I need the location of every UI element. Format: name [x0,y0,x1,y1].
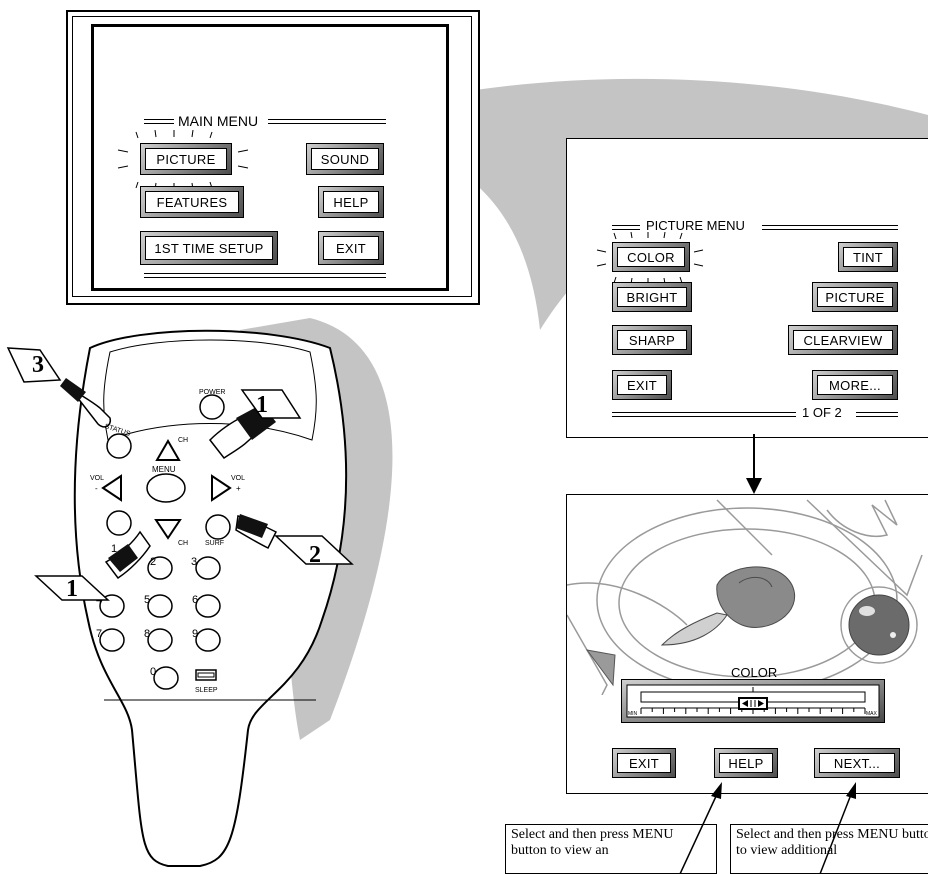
picture-menu-color-button[interactable]: COLOR [612,242,690,272]
picture-menu-clearview-button[interactable]: CLEARVIEW [788,325,898,355]
picture-menu-title-rule-right [762,225,898,230]
remote-vol-plus-label: VOL [231,475,246,482]
remote-digit-6[interactable]: 6 [192,594,199,606]
main-menu-bottom-rule [144,273,386,278]
picture-menu-bottom-rule-right [856,412,898,417]
slider-thumb-box [738,697,768,710]
color-screen-exit-button[interactable]: EXIT [612,748,676,778]
main-menu-help-button[interactable]: HELP [318,186,384,218]
picture-menu-more-button[interactable]: MORE... [812,370,898,400]
color-slider-min: MIN [628,711,638,717]
step-one-bottom-number: 1 [66,576,78,602]
main-menu-sound-label: SOUND [311,148,379,170]
remote-vol-plus-sign: + [236,484,241,493]
color-screen-next-button[interactable]: NEXT... [814,748,900,778]
main-menu-exit-label: EXIT [323,236,379,260]
picture-menu-bottom-rule-left [612,412,796,417]
remote-ch-down-label: CH [178,540,189,547]
remote-surf-label: SURF [205,540,225,547]
remote-sleep-label: SLEEP [195,687,218,694]
picture-menu-exit-label: EXIT [617,375,667,395]
remote-vol-minus-sign: - [95,484,98,493]
picture-menu-picture-button[interactable]: PICTURE [812,282,898,312]
remote-menu-label: MENU [152,465,176,474]
main-menu-help-label: HELP [323,191,379,213]
slider-thumb-grip [750,700,756,707]
remote-control [60,329,348,867]
remote-digit-1[interactable]: 1 [111,543,118,555]
color-slider-thumb[interactable] [738,687,768,710]
main-menu-first-time-setup-label: 1ST TIME SETUP [145,236,273,260]
main-menu-tv-bezel [72,16,472,297]
remote-digit-9[interactable]: 9 [192,628,199,640]
help-note: Select and then press MENU button to vie… [505,824,717,874]
picture-menu-title-rule-left [612,225,640,230]
main-menu-picture-label: PICTURE [145,148,227,170]
step-one-top-number: 1 [256,392,268,418]
step-flags [6,347,354,601]
remote-digit-3[interactable]: 3 [191,556,198,568]
picture-menu-tint-label: TINT [843,247,893,267]
main-menu-title-rule-left [144,119,174,124]
picture-menu-sharp-label: SHARP [617,330,687,350]
remote-digit-8[interactable]: 8 [144,628,151,640]
picture-menu-title: PICTURE MENU [642,219,749,233]
picture-menu-more-label: MORE... [817,375,893,395]
picture-menu-clearview-label: CLEARVIEW [793,330,893,350]
remote-vol-minus-label: VOL [90,475,105,482]
main-menu-first-time-setup-button[interactable]: 1ST TIME SETUP [140,231,278,265]
main-menu-title: MAIN MENU [174,114,263,128]
picture-menu-color-label: COLOR [617,247,685,267]
color-slider[interactable] [621,679,885,723]
main-menu-title-rule-right [268,119,386,124]
remote-digit-7[interactable]: 7 [96,628,103,640]
remote-ch-up-label: CH [178,437,189,444]
color-screen-next-label: NEXT... [819,753,895,773]
main-menu-exit-button[interactable]: EXIT [318,231,384,265]
remote-digit-5[interactable]: 5 [144,594,151,606]
color-slider-max: MAX [866,711,877,717]
picture-menu-tint-button[interactable]: TINT [838,242,898,272]
step-two-number: 2 [309,542,321,568]
color-slider-label: COLOR [731,665,778,680]
remote-digit-0[interactable]: 0 [150,666,157,678]
color-screen-help-button[interactable]: HELP [714,748,778,778]
down-arrow [746,434,762,494]
main-menu-picture-button[interactable]: PICTURE [140,143,232,175]
remote-digit-2[interactable]: 2 [150,556,157,568]
color-screen-exit-label: EXIT [617,753,671,773]
note-pointer-arrows [679,782,856,874]
step-three-number: 3 [32,352,44,378]
main-menu-features-button[interactable]: FEATURES [140,186,244,218]
color-screen-help-label: HELP [719,753,773,773]
picture-menu-bright-button[interactable]: BRIGHT [612,282,692,312]
main-menu-features-label: FEATURES [145,191,239,213]
picture-menu-page: 1 OF 2 [798,406,846,420]
picture-highlight-rays [117,130,249,190]
picture-menu-bright-label: BRIGHT [617,287,687,307]
picture-menu-exit-button[interactable]: EXIT [612,370,672,400]
slider-thumb-arrows [742,700,764,707]
picture-menu-picture-label: PICTURE [817,287,893,307]
main-menu-sound-button[interactable]: SOUND [306,143,384,175]
remote-power-label: POWER [199,389,226,396]
picture-menu-sharp-button[interactable]: SHARP [612,325,692,355]
